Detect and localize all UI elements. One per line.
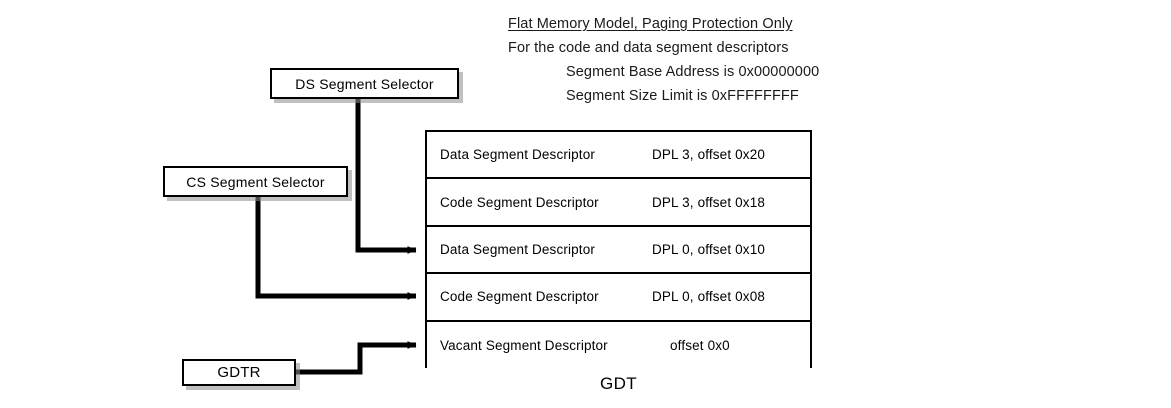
annotation-line-2: For the code and data segment descriptor…: [508, 40, 789, 56]
descriptor-name: Code Segment Descriptor: [440, 289, 599, 305]
descriptor-detail: DPL 3, offset 0x18: [652, 194, 766, 210]
table-row: Vacant Segment Descriptor offset 0x0: [427, 321, 810, 369]
descriptor-name: Data Segment Descriptor: [440, 241, 596, 257]
table-row: Code Segment Descriptor DPL 0, offset 0x…: [427, 274, 810, 322]
cs-segment-selector-box: CS Segment Selector: [163, 166, 348, 197]
gdt-table: Data Segment Descriptor DPL 3, offset 0x…: [425, 130, 812, 369]
table-row: Data Segment Descriptor DPL 3, offset 0x…: [427, 132, 810, 180]
annotation-block: Flat Memory Model, Paging Protection Onl…: [508, 12, 938, 108]
gdtr-box: GDTR: [182, 359, 296, 386]
gdtr-connector: [296, 341, 417, 375]
descriptor-detail: DPL 0, offset 0x08: [652, 289, 766, 305]
table-row: Code Segment Descriptor DPL 3, offset 0x…: [427, 179, 810, 227]
descriptor-detail: offset 0x0: [670, 337, 730, 353]
annotation-line-1: Flat Memory Model, Paging Protection Onl…: [508, 16, 793, 32]
ds-segment-selector-label: DS Segment Selector: [295, 75, 434, 92]
cs-segment-selector-label: CS Segment Selector: [186, 173, 325, 190]
descriptor-name: Code Segment Descriptor: [440, 194, 599, 210]
ds-connector: [355, 99, 417, 254]
descriptor-name: Data Segment Descriptor: [440, 147, 596, 163]
annotation-line-4: Segment Size Limit is 0xFFFFFFFF: [566, 88, 799, 104]
descriptor-detail: DPL 0, offset 0x10: [652, 241, 766, 257]
gdtr-label: GDTR: [217, 364, 261, 381]
annotation-line-3: Segment Base Address is 0x00000000: [566, 64, 820, 80]
ds-segment-selector-box: DS Segment Selector: [270, 68, 459, 99]
descriptor-detail: DPL 3, offset 0x20: [652, 147, 766, 163]
cs-connector: [255, 197, 417, 300]
table-row: Data Segment Descriptor DPL 0, offset 0x…: [427, 226, 810, 275]
gdt-caption: GDT: [599, 374, 638, 393]
descriptor-name: Vacant Segment Descriptor: [440, 337, 608, 353]
